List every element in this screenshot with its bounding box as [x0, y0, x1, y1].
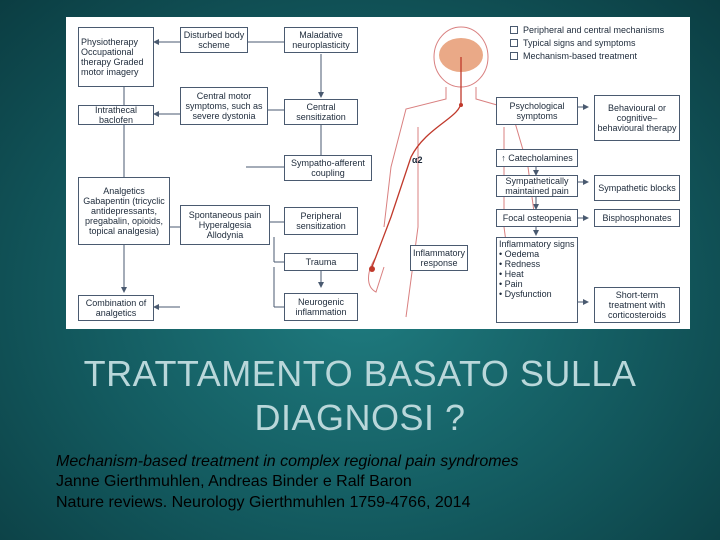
- physio-text: Physiotherapy Occupational therapy Grade…: [81, 37, 144, 77]
- legend-label: Typical signs and symptoms: [523, 38, 636, 48]
- box-central-motor-symptoms: Central motor symptoms, such as severe d…: [180, 87, 268, 125]
- slide-title: TRATTAMENTO BASATO SULLA DIAGNOSI ?: [83, 353, 637, 438]
- symp-pain-text: Sympathetically maintained pain: [505, 176, 569, 196]
- box-neurogenic-inflammation: Neurogenic inflammation: [284, 293, 358, 321]
- legend-item-signs: Typical signs and symptoms: [510, 38, 636, 48]
- box-peripheral-sensitization: Peripheral sensitization: [284, 207, 358, 235]
- brain-shape: [439, 38, 483, 72]
- legend-label: Mechanism-based treatment: [523, 51, 638, 61]
- inflam-signs-title: Inflammatory signs: [499, 239, 575, 249]
- baclofen-text: Intrathecal baclofen: [94, 105, 138, 125]
- box-catecholamines: ↑ Catecholamines: [496, 149, 578, 167]
- reference-journal: Nature reviews. Neurology Gierthmuhlen 1…: [56, 494, 471, 511]
- box-sympatho-afferent-coupling: Sympatho-afferent coupling: [284, 155, 372, 181]
- legend-square-icon: [510, 39, 518, 47]
- box-inflammatory-response: Inflammatory response: [410, 245, 468, 271]
- legend-square-icon: [510, 52, 518, 60]
- box-bisphosphonates: Bisphosphonates: [594, 209, 680, 227]
- legend-label: Peripheral and central mechanisms: [523, 25, 665, 35]
- box-focal-osteopenia: Focal osteopenia: [496, 209, 578, 227]
- alpha2-label: α2: [412, 155, 423, 165]
- box-combination-analgetics: Combination of analgetics: [78, 295, 154, 321]
- box-maladaptive-neuroplasticity: Maladative neuroplasticity: [284, 27, 358, 53]
- box-disturbed-body-scheme: Disturbed body scheme: [180, 27, 248, 53]
- box-trauma: Trauma: [284, 253, 358, 271]
- box-analgetics: Analgetics Gabapentin (tricyclic antidep…: [78, 177, 170, 245]
- box-behavioural-therapy: Behavioural or cognitive–behavioural the…: [594, 95, 680, 141]
- behavioural-text: Behavioural or cognitive–behavioural the…: [597, 103, 677, 133]
- box-spontaneous-pain: Spontaneous pain Hyperalgesia Allodynia: [180, 205, 270, 245]
- box-inflammatory-signs: Inflammatory signs • Oedema • Redness • …: [496, 237, 578, 323]
- psychological-text: Psychological symptoms: [509, 101, 565, 121]
- central-motor-text: Central motor symptoms, such as severe d…: [185, 91, 263, 121]
- box-physiotherapy: Physiotherapy Occupational therapy Grade…: [78, 27, 154, 87]
- body-scheme-text: Disturbed body scheme: [183, 30, 245, 50]
- symp-blocks-text: Sympathetic blocks: [598, 183, 676, 193]
- inflam-sign-item: • Redness: [499, 259, 541, 269]
- box-central-sensitization: Central sensitization: [284, 99, 358, 125]
- inflam-sign-item: • Heat: [499, 269, 524, 279]
- inflam-sign-item: • Dysfunction: [499, 289, 552, 299]
- inflam-response-text: Inflammatory response: [413, 248, 466, 268]
- trauma-text: Trauma: [305, 257, 337, 267]
- central-sens-text: Central sensitization: [296, 102, 346, 122]
- peripheral-sens-text: Peripheral sensitization: [296, 211, 346, 231]
- combination-text: Combination of analgetics: [85, 298, 147, 318]
- bisphos-text: Bisphosphonates: [602, 213, 672, 223]
- catecholamines-text: ↑ Catecholamines: [501, 153, 573, 163]
- legend-square-icon: [510, 26, 518, 34]
- box-sympathetically-maintained-pain: Sympathetically maintained pain: [496, 175, 578, 197]
- focal-text: Focal osteopenia: [502, 213, 572, 223]
- inflam-sign-item: • Oedema: [499, 249, 540, 259]
- mechanism-diagram: Physiotherapy Occupational therapy Grade…: [66, 17, 690, 329]
- legend-item-mechanisms: Peripheral and central mechanisms: [510, 25, 664, 35]
- box-short-term-corticosteroids: Short-term treatment with corticosteroid…: [594, 287, 680, 323]
- short-term-text: Short-term treatment with corticosteroid…: [607, 290, 667, 320]
- inflam-sign-item: • Pain: [499, 279, 523, 289]
- reference-article: Mechanism-based treatment in complex reg…: [56, 453, 519, 470]
- sympatho-text: Sympatho-afferent coupling: [291, 158, 365, 178]
- diagram-connectors: [121, 26, 589, 318]
- nerve-pathway: [371, 57, 462, 268]
- spontaneous-text: Spontaneous pain Hyperalgesia Allodynia: [188, 210, 262, 240]
- neurogenic-text: Neurogenic inflammation: [295, 297, 347, 317]
- legend-item-treatment: Mechanism-based treatment: [510, 51, 637, 61]
- box-intrathecal-baclofen: Intrathecal baclofen: [78, 105, 154, 125]
- maladaptive-text: Maladative neuroplasticity: [292, 30, 350, 50]
- analgetics-text: Analgetics Gabapentin (tricyclic antidep…: [83, 186, 165, 236]
- box-psychological-symptoms: Psychological symptoms: [496, 97, 578, 125]
- reference-authors: Janne Gierthmuhlen, Andreas Binder e Ral…: [56, 473, 412, 490]
- box-sympathetic-blocks: Sympathetic blocks: [594, 175, 680, 201]
